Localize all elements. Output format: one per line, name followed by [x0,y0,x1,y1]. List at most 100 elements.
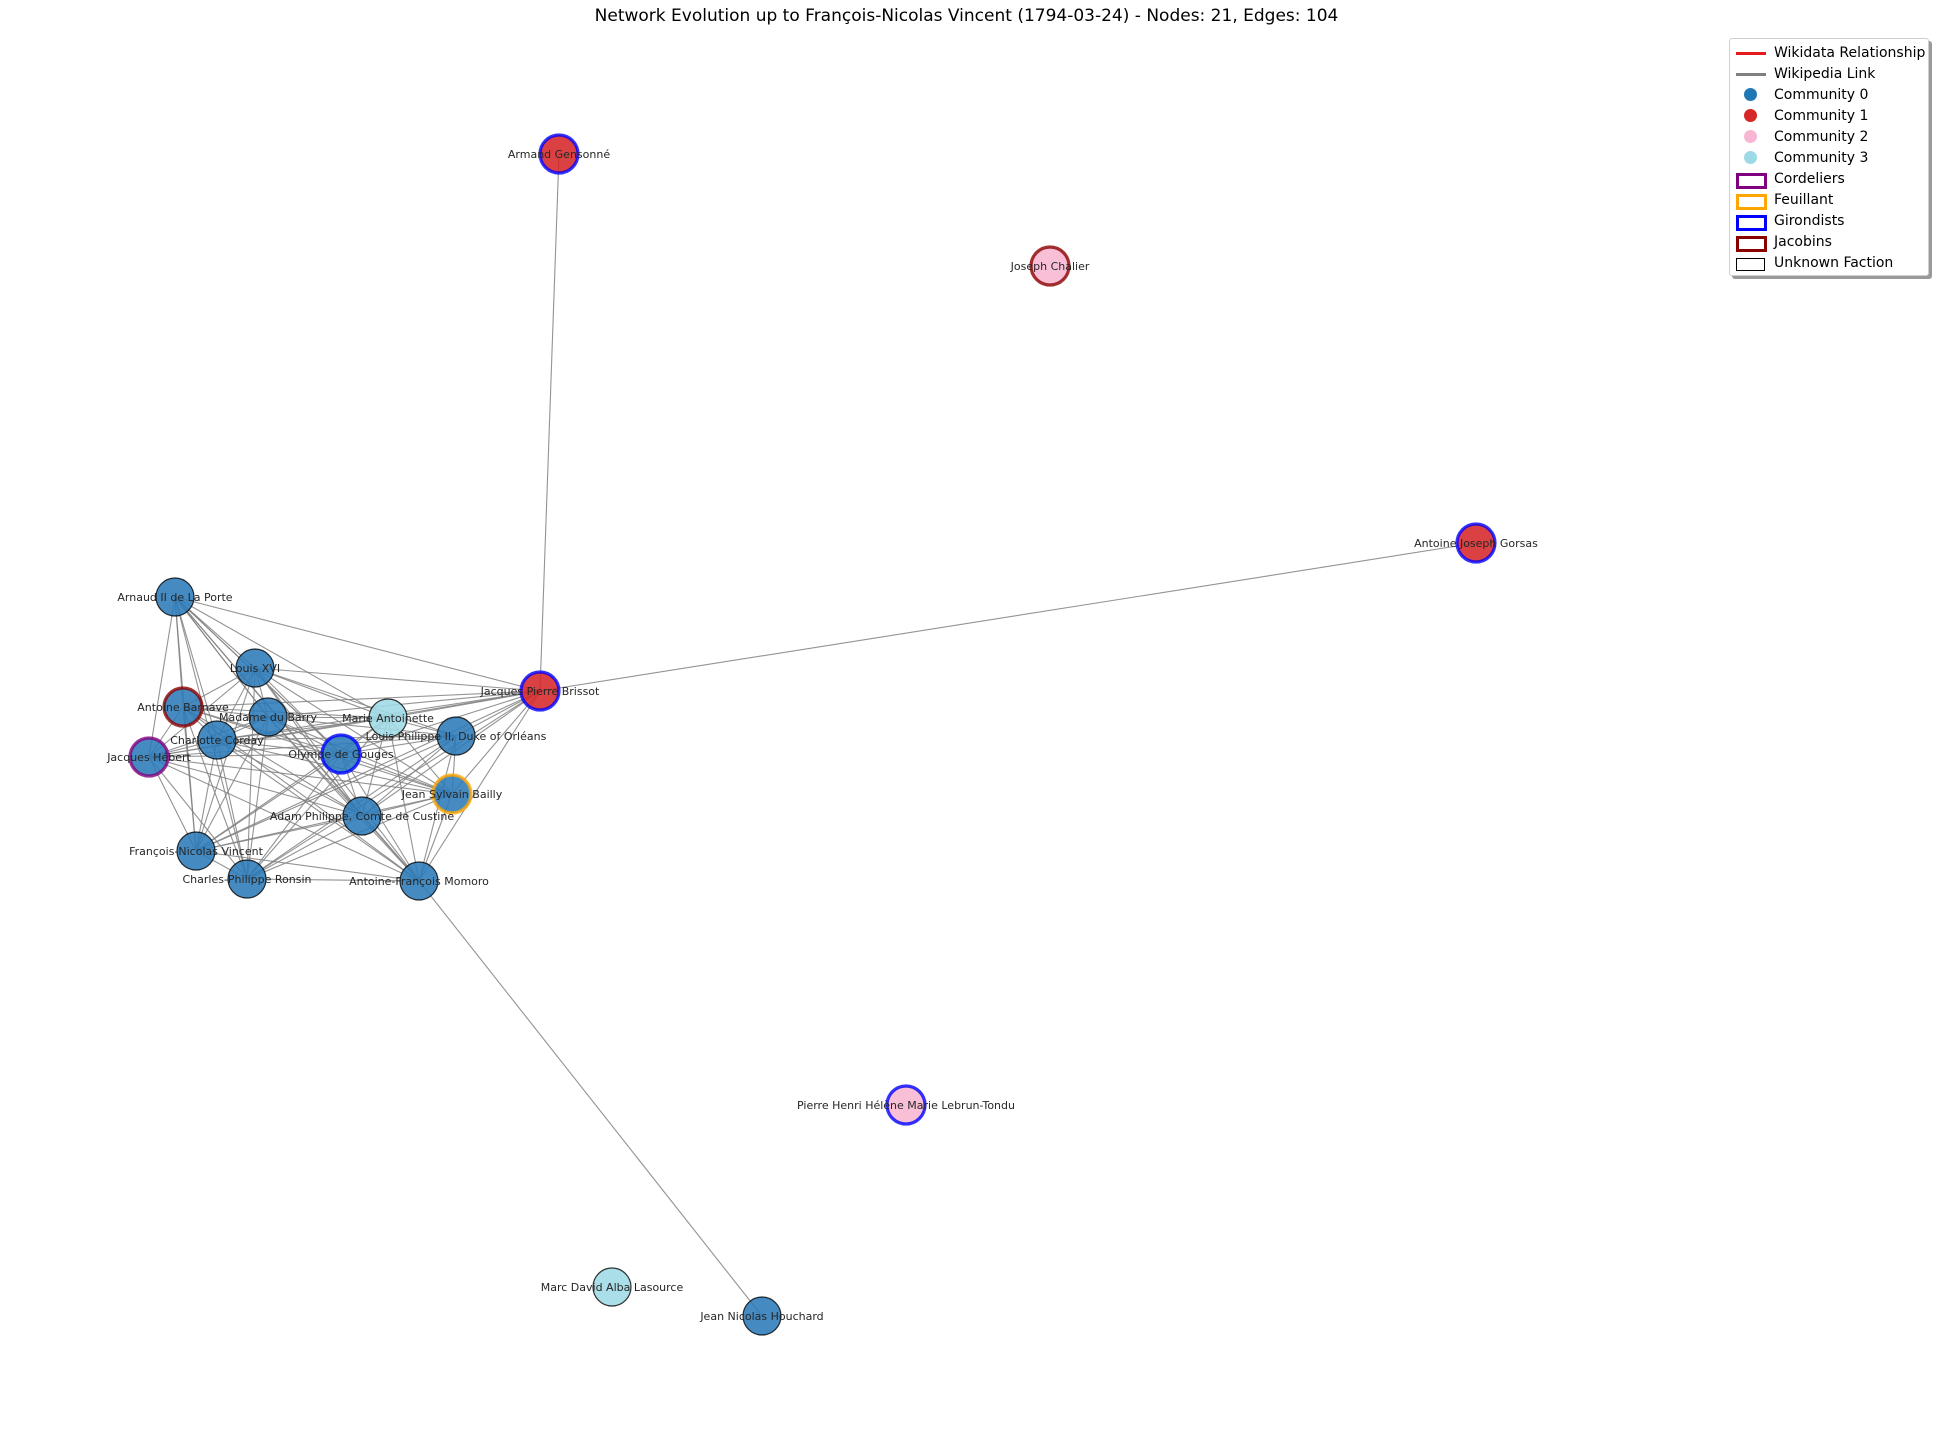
node-bailly[interactable] [431,773,473,815]
legend-item: Community 3 [1730,147,1928,168]
node-label-gensonne: Armand Gensonné [508,148,610,161]
node-houchard[interactable] [742,1296,782,1336]
legend-label: Community 1 [1774,107,1869,124]
edge-gensonne-brissot [539,153,560,692]
edge-louis16-antoinette [254,667,389,719]
legend-item: Community 0 [1730,84,1928,105]
node-orleans[interactable] [436,716,476,756]
edge-dubarry-antoinette [267,716,389,719]
legend-item: Jacobins [1730,231,1928,252]
node-custine[interactable] [342,796,382,836]
edge-hebert-custine [148,756,363,817]
legend-dot-swatch [1730,147,1774,168]
legend-label: Girondists [1774,212,1845,229]
edge-corday-custine [216,739,363,817]
node-label-gorsas: Antoine Joseph Gorsas [1414,537,1538,550]
node-antoinette[interactable] [368,698,408,738]
edge-antoinette-momoro [387,717,420,882]
edge-antoinette-corday [216,717,389,741]
edge-antoinette-hebert [148,717,389,758]
node-label-vincent: François-Nicolas Vincent [129,845,263,858]
legend-label: Cordeliers [1774,170,1845,187]
node-label-houchard: Jean Nicolas Houchard [699,1310,823,1323]
edge-corday-gouges [216,739,342,755]
edge-dubarry-momoro [267,716,420,882]
edge-orleans-vincent [195,735,457,852]
legend-label: Feuillant [1774,191,1834,208]
node-brissot[interactable] [519,670,561,712]
node-gensonne[interactable] [538,133,580,175]
legend-line-swatch [1730,42,1774,63]
legend-line-swatch [1730,63,1774,84]
edge-hebert-ronsin [148,756,248,880]
node-lebrun[interactable] [885,1084,927,1126]
node-label-gouges: Olympe de Gouges [288,748,393,761]
node-lasource[interactable] [592,1267,632,1307]
edge-barnave-ronsin [182,706,248,880]
node-momoro[interactable] [399,861,439,901]
legend-label: Community 0 [1774,86,1869,103]
legend-box-swatch [1730,252,1774,273]
legend-item: Wikidata Relationship [1730,42,1928,63]
legend-box-swatch [1730,189,1774,210]
node-ronsin[interactable] [227,859,267,899]
edge-louis16-vincent [195,667,256,852]
node-chalier[interactable] [1029,245,1071,287]
node-gorsas[interactable] [1455,522,1497,564]
edge-vincent-momoro [195,850,420,882]
legend-dot-swatch [1730,105,1774,126]
node-corday[interactable] [197,720,237,760]
figure-title: Network Evolution up to François-Nicolas… [594,6,1339,26]
edge-corday-ronsin [216,739,248,880]
edge-hebert-bailly [148,756,453,795]
node-label-momoro: Antoine-François Momoro [349,875,489,888]
node-vincent[interactable] [176,831,216,871]
node-label-lasource: Marc David Alba Lasource [541,1281,684,1294]
edge-orleans-custine [361,735,457,817]
node-label-laporte: Arnaud II de La Porte [117,591,232,604]
edge-brissot-bailly [451,690,541,795]
edge-momoro-houchard [418,880,763,1317]
edge-gouges-hebert [148,753,342,758]
edge-barnave-vincent [182,706,197,852]
edge-laporte-antoinette [174,596,389,719]
legend-item: Wikipedia Link [1730,63,1928,84]
edge-dubarry-orleans [267,716,457,737]
legend-item: Cordeliers [1730,168,1928,189]
legend-box-swatch [1730,231,1774,252]
legend-box-swatch [1730,168,1774,189]
legend-label: Unknown Faction [1774,254,1894,271]
edge-custine-vincent [195,815,363,852]
edge-custine-ronsin [246,815,363,880]
edge-louis16-momoro [254,667,420,882]
legend-item: Community 2 [1730,126,1928,147]
edge-barnave-bailly [182,706,453,795]
node-hebert[interactable] [128,736,170,778]
legend-label: Jacobins [1774,233,1832,250]
edge-louis16-brissot [254,667,541,692]
node-laporte[interactable] [155,577,195,617]
edge-gorsas-brissot [539,542,1477,692]
edge-louis16-custine [254,667,363,817]
edge-louis16-ronsin [246,667,256,880]
node-louis16[interactable] [235,648,275,688]
node-label-ronsin: Charles-Philippe Ronsin [182,873,311,886]
node-label-barnave: Antoine Barnave [137,701,229,714]
edge-brissot-ronsin [246,690,541,880]
legend-item: Feuillant [1730,189,1928,210]
edge-gouges-ronsin [246,753,342,880]
legend-item: Girondists [1730,210,1928,231]
node-label-chalier: Joseph Chalier [1010,260,1090,273]
node-label-orleans: Louis Philippe II, Duke of Orléans [366,730,547,743]
legend-item: Unknown Faction [1730,252,1928,273]
edge-dubarry-ronsin [246,716,269,880]
edge-laporte-brissot [174,596,541,692]
node-gouges[interactable] [320,733,362,775]
node-dubarry[interactable] [248,697,288,737]
node-label-lebrun: Pierre Henri Hélène Marie Lebrun-Tondu [797,1099,1015,1112]
node-barnave[interactable] [162,686,204,728]
edge-louis16-bailly [254,667,453,795]
